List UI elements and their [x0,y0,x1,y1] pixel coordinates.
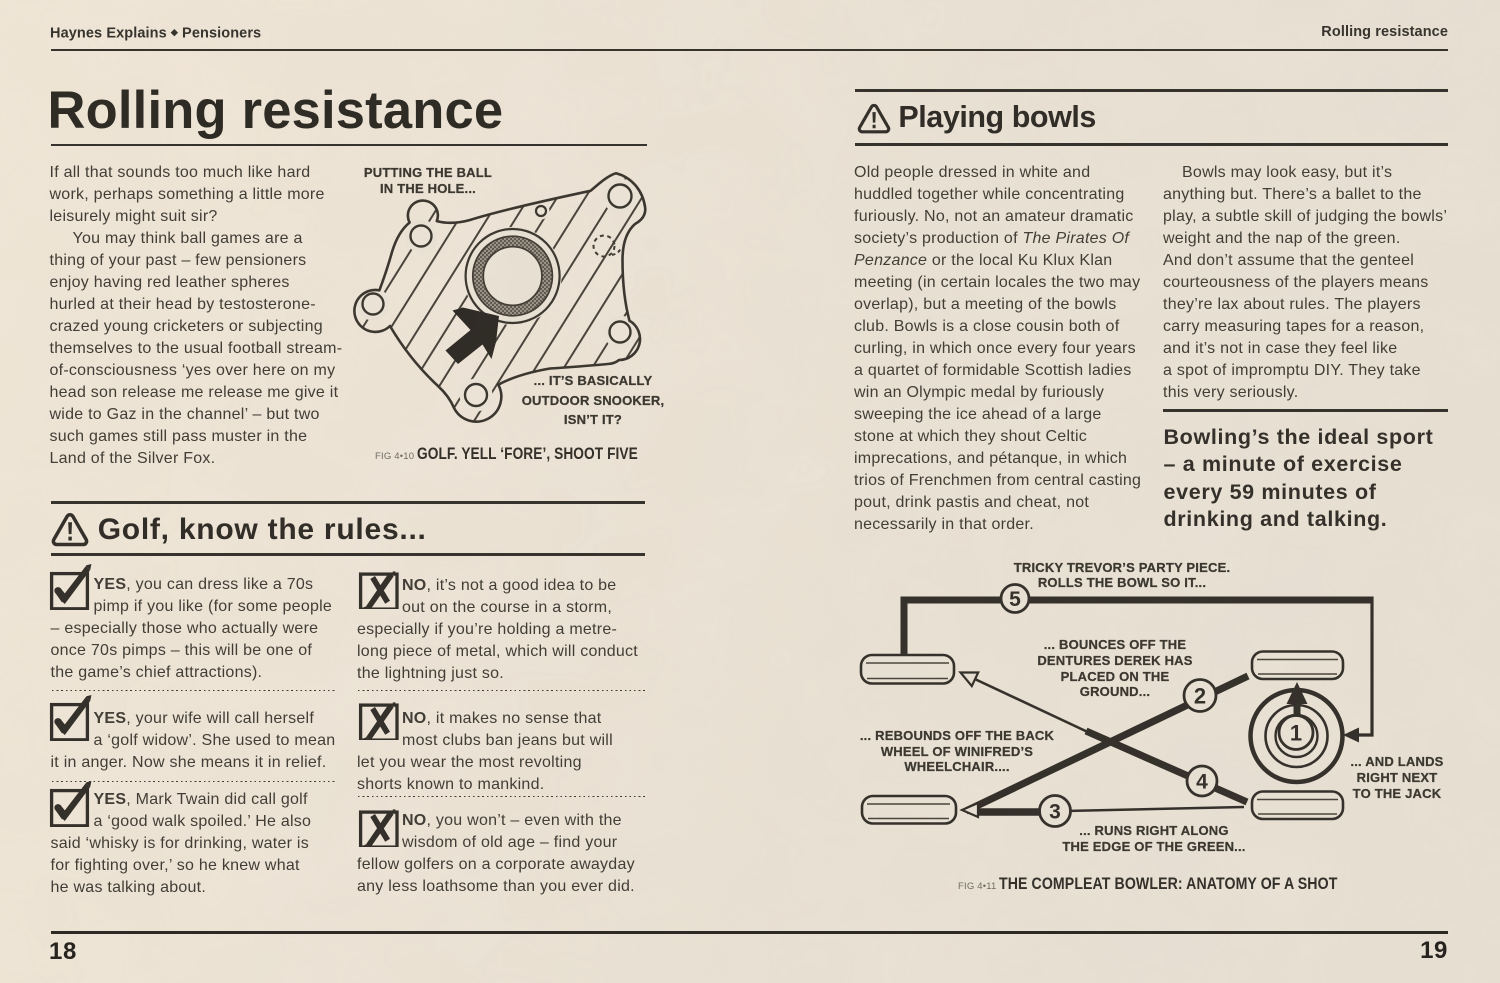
svg-text:3: 3 [1049,801,1061,824]
svg-text:5: 5 [1009,588,1021,611]
svg-text:4: 4 [1196,771,1208,794]
svg-text:2: 2 [1194,684,1206,709]
svg-text:1: 1 [1290,721,1302,746]
